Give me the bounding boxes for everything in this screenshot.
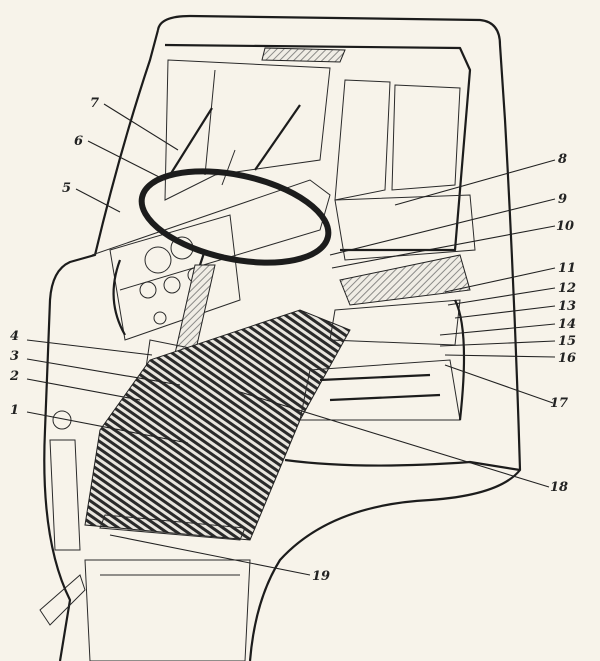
driver-seat: [299, 254, 471, 421]
callout-6: 6: [74, 134, 83, 149]
steering-wheel: [138, 168, 332, 266]
floor-mat: [84, 309, 351, 541]
roof-light: [261, 47, 346, 63]
callout-8: 8: [558, 152, 567, 167]
callout-1: 1: [10, 403, 19, 418]
callout-10: 10: [556, 219, 574, 234]
callout-4: 4: [10, 329, 19, 344]
leader-lines: [26, 103, 556, 576]
callout-11: 11: [558, 261, 576, 276]
callout-9: 9: [558, 192, 567, 207]
callout-17: 17: [550, 396, 568, 411]
windshield-wipers: [169, 104, 301, 186]
callout-15: 15: [558, 334, 576, 349]
callout-14: 14: [558, 317, 576, 332]
callout-19: 19: [312, 569, 330, 584]
callout-12: 12: [558, 281, 576, 296]
callout-16: 16: [558, 351, 576, 366]
callout-3: 3: [10, 349, 19, 364]
callout-7: 7: [90, 96, 99, 111]
callout-2: 2: [9, 369, 19, 384]
callout-13: 13: [558, 299, 576, 314]
callout-5: 5: [62, 181, 71, 196]
callout-18: 18: [550, 480, 568, 495]
instrument-panel: [109, 214, 241, 341]
cab-body: [39, 14, 522, 661]
